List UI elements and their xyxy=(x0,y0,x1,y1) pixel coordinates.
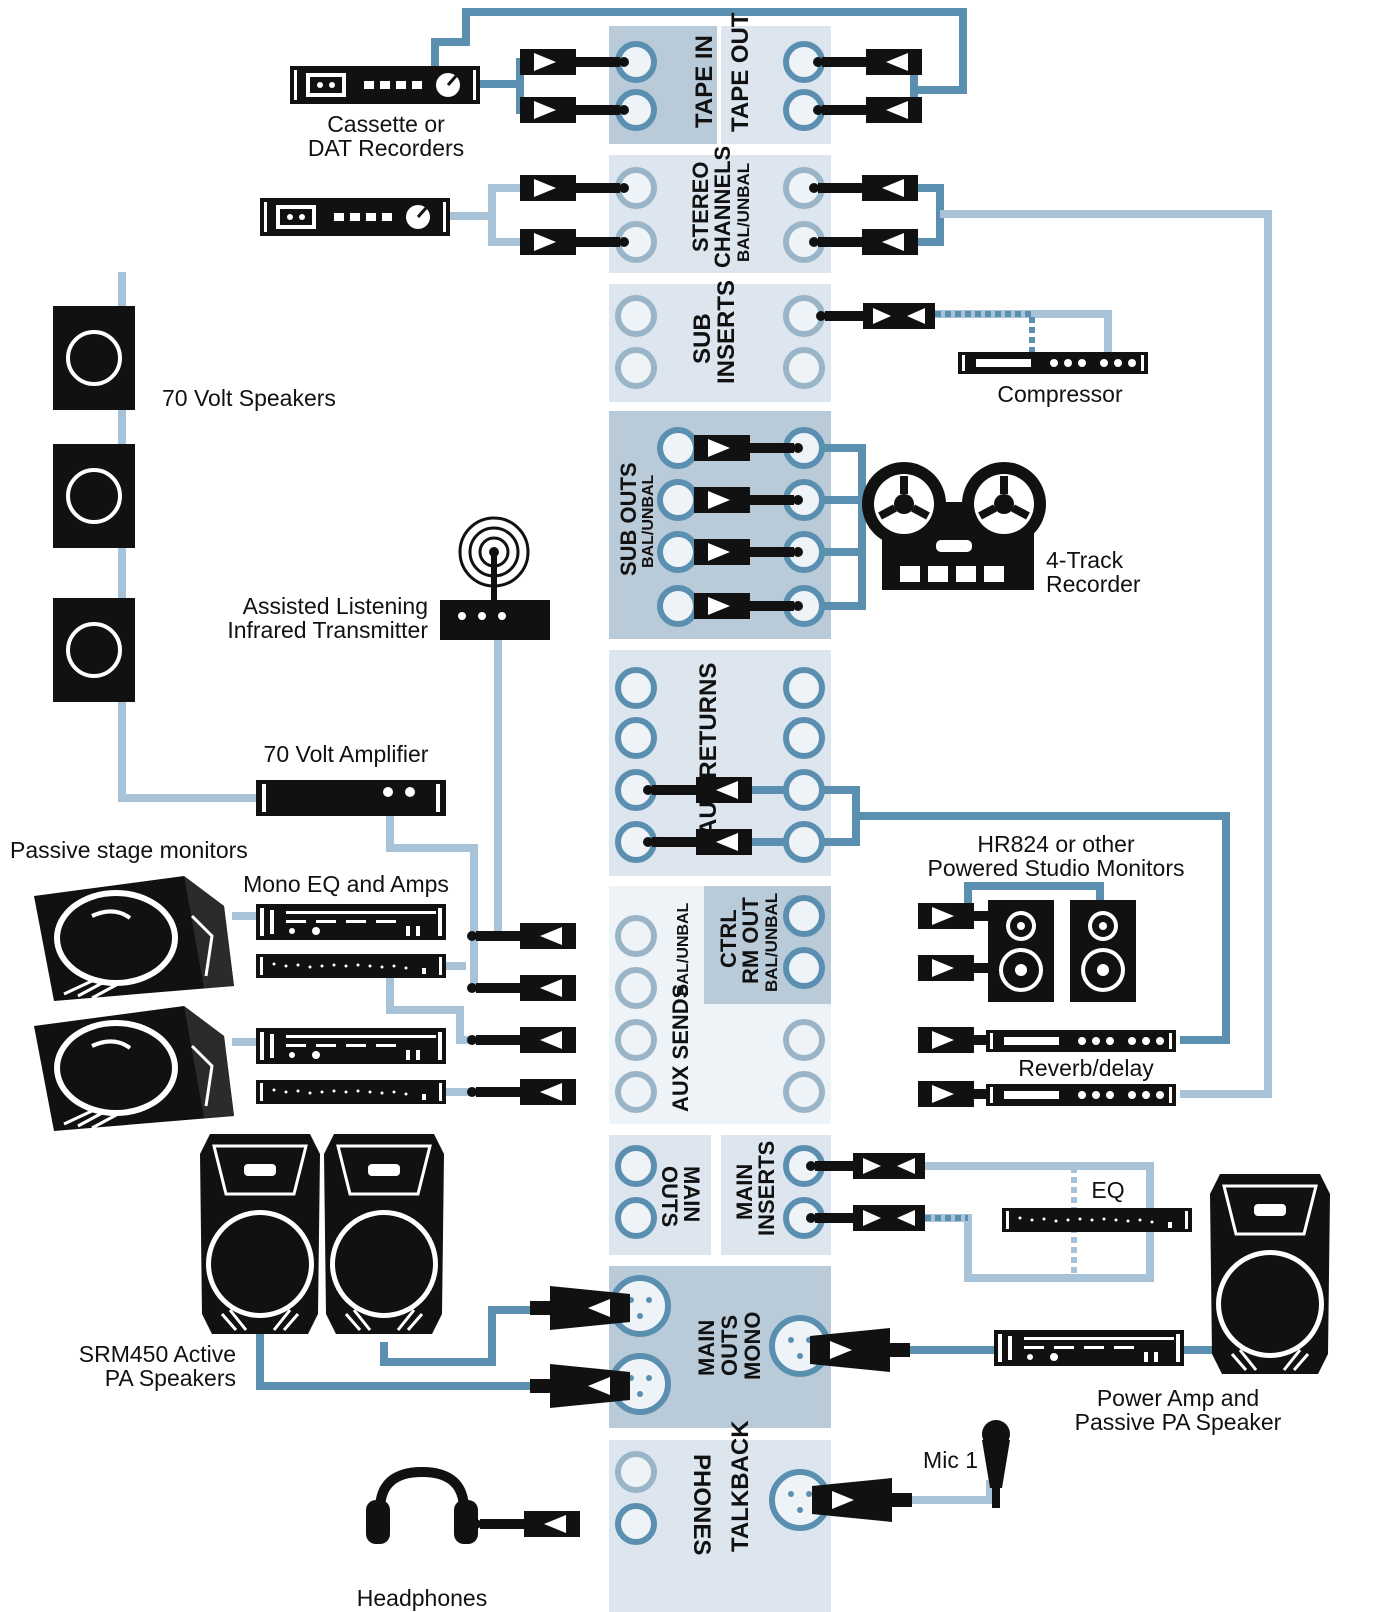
studio-monitor-left xyxy=(988,900,1054,1002)
ctrl-label-2: RM OUT xyxy=(738,897,763,984)
stereo-label-3: BAL/UNBAL xyxy=(734,163,753,262)
mono-amp-1 xyxy=(256,904,446,940)
mono-eq-1 xyxy=(256,954,446,978)
ctrl-label-3: BAL/UNBAL xyxy=(762,893,781,992)
ctrl-label-1: CTRL xyxy=(716,909,741,968)
speakers-70v-label: 70 Volt Speakers xyxy=(162,385,336,411)
power-amp xyxy=(994,1330,1184,1366)
main-inserts-label-2: INSERTS xyxy=(754,1141,779,1236)
main-inserts-label-1: MAIN xyxy=(732,1164,757,1220)
aux-sends-label-2: BAL/UNBAL xyxy=(675,902,692,996)
power-amp-label-2: Passive PA Speaker xyxy=(1075,1409,1282,1435)
main-mono-label-1: MAIN xyxy=(694,1320,719,1376)
reverb-unit-1 xyxy=(986,1030,1176,1052)
mono-eq-2 xyxy=(256,1080,446,1104)
cassette-recorder-2 xyxy=(258,196,452,238)
compressor-device xyxy=(958,352,1148,374)
headphones-label: Headphones xyxy=(357,1585,487,1611)
panel-labels: TAPE IN TAPE OUT STEREO CHANNELS BAL/UNB… xyxy=(616,12,781,1555)
amp-70v-label: 70 Volt Amplifier xyxy=(264,741,429,767)
device-labels: Cassette or DAT Recorders 70 Volt Speake… xyxy=(10,111,1282,1611)
assisted-label-2: Infrared Transmitter xyxy=(227,617,428,643)
passive-pa-speaker xyxy=(1208,1172,1332,1376)
infrared-transmitter xyxy=(440,516,550,640)
cassette-label-1: Cassette or xyxy=(327,111,445,137)
main-outs-label-2: OUTS xyxy=(657,1166,682,1227)
mic-label: Mic 1 xyxy=(923,1447,978,1473)
tape-out-label: TAPE OUT xyxy=(727,12,754,132)
talkback-label: TALKBACK xyxy=(727,1420,754,1552)
stereo-label-1: STEREO xyxy=(688,162,713,252)
aux-returns-label: AUX RETURNS xyxy=(695,663,722,836)
studio-monitor-right xyxy=(1070,900,1136,1002)
assisted-label-1: Assisted Listening xyxy=(243,593,428,619)
hr824-label-1: HR824 or other xyxy=(977,831,1135,857)
srm-label-2: PA Speakers xyxy=(105,1365,236,1391)
reverb-unit-2 xyxy=(986,1084,1176,1106)
speaker-70v-3 xyxy=(51,596,137,704)
stereo-label-2: CHANNELS xyxy=(710,146,735,268)
stage-monitor-2 xyxy=(32,1004,236,1133)
main-outs-label-1: MAIN xyxy=(679,1166,704,1222)
eq-unit xyxy=(1002,1208,1192,1232)
cassette-recorder-1 xyxy=(288,64,482,106)
sub-outs-label-1: SUB OUTS xyxy=(616,462,641,576)
recorder-label-2: Recorder xyxy=(1046,571,1141,597)
phones-label: PHONES xyxy=(688,1454,715,1555)
main-mono-label-2: OUTS xyxy=(717,1315,742,1376)
passive-monitors-label: Passive stage monitors xyxy=(10,837,248,863)
tape-in-label: TAPE IN xyxy=(691,35,718,128)
reel-recorder xyxy=(862,462,1046,590)
amplifier-70v xyxy=(256,780,446,816)
speaker-70v-1 xyxy=(51,304,137,412)
sub-inserts-label-1: SUB xyxy=(689,313,716,364)
srm450-speaker-2 xyxy=(322,1132,446,1336)
power-amp-label-1: Power Amp and xyxy=(1097,1385,1259,1411)
stage-monitor-1 xyxy=(32,874,236,1003)
srm-label-1: SRM450 Active xyxy=(79,1341,236,1367)
compressor-label: Compressor xyxy=(997,381,1123,407)
recorder-label-1: 4-Track xyxy=(1046,547,1124,573)
headphones-icon xyxy=(366,1466,478,1544)
speaker-70v-2 xyxy=(51,442,137,550)
mono-amp-2 xyxy=(256,1028,446,1064)
main-mono-label-3: MONO xyxy=(740,1312,765,1380)
hr824-label-2: Powered Studio Monitors xyxy=(928,855,1185,881)
sub-outs-label-2: BAL/UNBAL xyxy=(640,474,657,568)
eq-label: EQ xyxy=(1091,1177,1124,1203)
aux-sends-label-1: AUX SENDS xyxy=(668,984,693,1112)
srm450-speaker-1 xyxy=(198,1132,322,1336)
mono-eq-label: Mono EQ and Amps xyxy=(243,871,449,897)
sub-inserts-label-2: INSERTS xyxy=(713,280,740,384)
cassette-label-2: DAT Recorders xyxy=(308,135,464,161)
reverb-label: Reverb/delay xyxy=(1018,1055,1154,1081)
microphone-icon xyxy=(982,1420,1010,1508)
